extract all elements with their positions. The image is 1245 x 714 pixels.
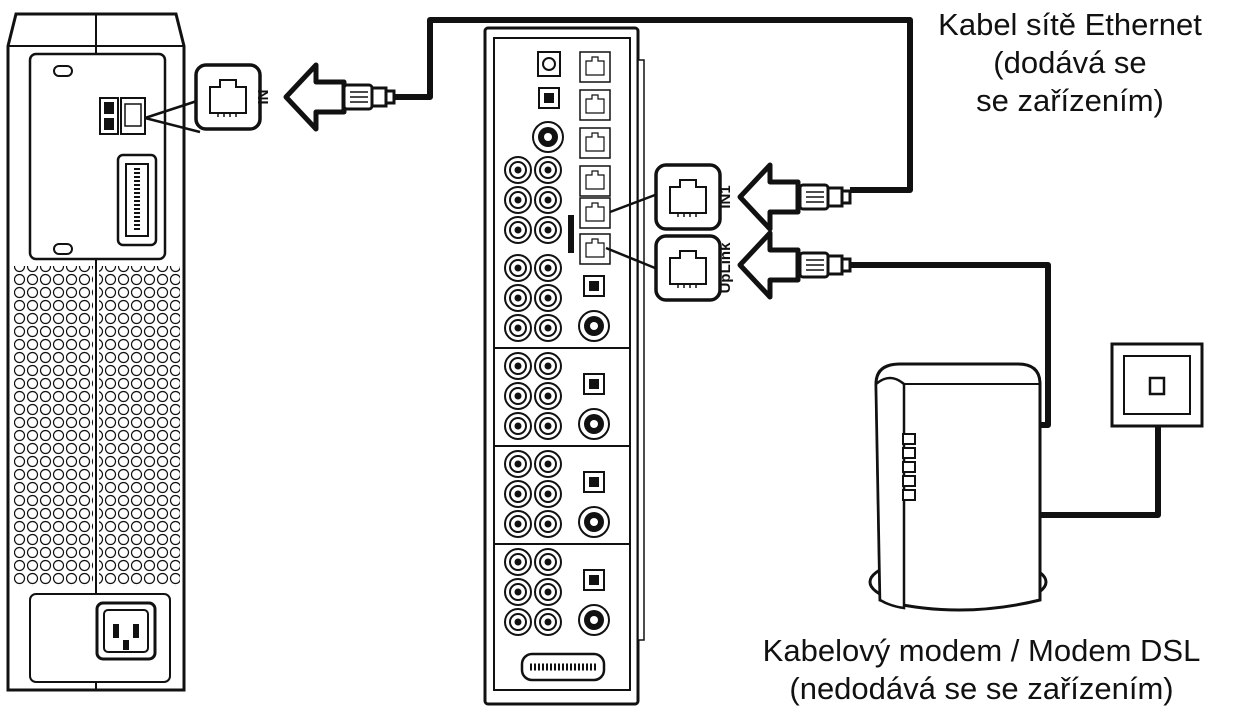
hub-multipin-connector-icon <box>520 652 606 682</box>
power-socket-icon <box>95 601 157 661</box>
usb-port-icon <box>99 97 119 135</box>
console-ethernet-port-zoom <box>194 63 262 131</box>
cable-uplink-to-modem <box>850 262 1051 428</box>
ethernet-cable-caption: Kabel sítě Ethernet (dodává se se zaříze… <box>895 6 1245 120</box>
caption-line: Kabel sítě Ethernet <box>938 7 1202 42</box>
dc-power-jack-icon <box>537 51 561 77</box>
caption-line: Kabelový modem / Modem DSL <box>762 633 1201 668</box>
hub-in1-label: IN1 <box>717 185 734 208</box>
console-port-label: IN <box>255 90 272 105</box>
hub-in1-port-zoom <box>654 163 722 231</box>
control-center-unit: IN1 UpLink <box>483 26 852 706</box>
cable-console-to-in1 <box>394 17 913 193</box>
hub-uplink-port-zoom <box>654 234 722 302</box>
modem-caption: Kabelový modem / Modem DSL (nedodává se … <box>718 632 1245 708</box>
cable-modem-to-wall <box>1040 388 1161 518</box>
arrow-left-icon <box>740 233 798 297</box>
caption-line: (dodává se <box>993 45 1147 80</box>
wall-jack-icon <box>1110 342 1204 428</box>
modem-status-lights <box>902 433 916 501</box>
rj45-plug-icon <box>798 183 852 211</box>
av-connector-icon <box>116 153 158 247</box>
game-console: IN <box>6 12 396 692</box>
ethernet-port-icon <box>120 97 146 135</box>
arrow-left-icon <box>286 65 344 129</box>
caption-line: (nedodává se se zařízením) <box>789 671 1174 706</box>
hub-uplink-label: UpLink <box>717 242 734 293</box>
cable-dsl-modem <box>868 362 1048 612</box>
ethernet-cables <box>394 17 1161 518</box>
rj45-plug-icon <box>342 83 396 111</box>
arrow-left-icon <box>740 165 798 229</box>
caption-line: se zařízením) <box>976 83 1164 118</box>
rj45-plug-icon <box>798 251 852 279</box>
